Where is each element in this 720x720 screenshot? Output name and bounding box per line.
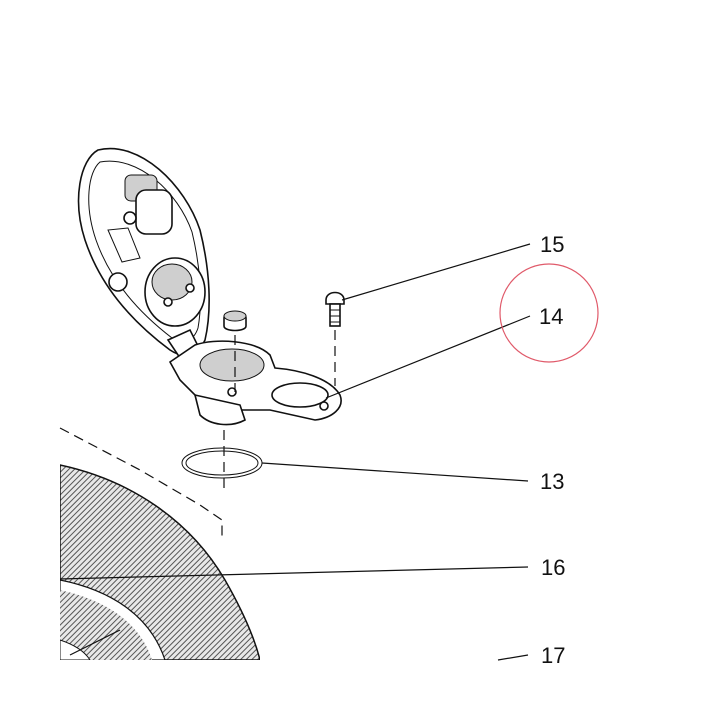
housing-opening [199,348,265,382]
flap-latch-arm [107,227,141,263]
housing-opening-2 [271,382,329,408]
body-panel-dashed-edge [59,427,223,538]
housing-hole-1 [227,387,237,397]
leader-13 [261,462,529,482]
leader-14 [325,315,531,399]
body-panel-inner-hatch-2 [60,639,91,660]
flap-pivot [108,272,128,292]
flap-latch-housing [135,189,173,235]
callout-17-label: 17 [541,643,565,668]
o-ring-seal [181,447,263,479]
body-panel [59,427,260,660]
fuel-flap-door [77,147,210,359]
callout-14-label: 14 [539,304,563,329]
leader-16 [59,566,529,580]
housing-hole-2 [319,401,329,411]
filler-neck-housing [168,340,342,426]
housing-flange [168,340,342,421]
flap-cup-inner [151,263,193,301]
leader-17 [497,654,529,661]
callout-16-label: 16 [541,555,565,580]
callout-13-label: 13 [540,469,564,494]
flap-screw-2 [185,283,195,293]
flap-screw-1 [123,211,137,225]
leader-15 [341,243,531,301]
highlight-circle [499,263,599,363]
flap-screw-3 [163,297,173,307]
rubber-plug [223,310,247,332]
callout-15-label: 15 [540,232,564,257]
assembly-axis-lines [223,330,336,490]
housing-neck [193,393,246,426]
screw [325,291,345,327]
leader-16b [69,629,121,656]
body-panel-inner-hatch [60,590,152,660]
leader-lines [59,243,531,661]
